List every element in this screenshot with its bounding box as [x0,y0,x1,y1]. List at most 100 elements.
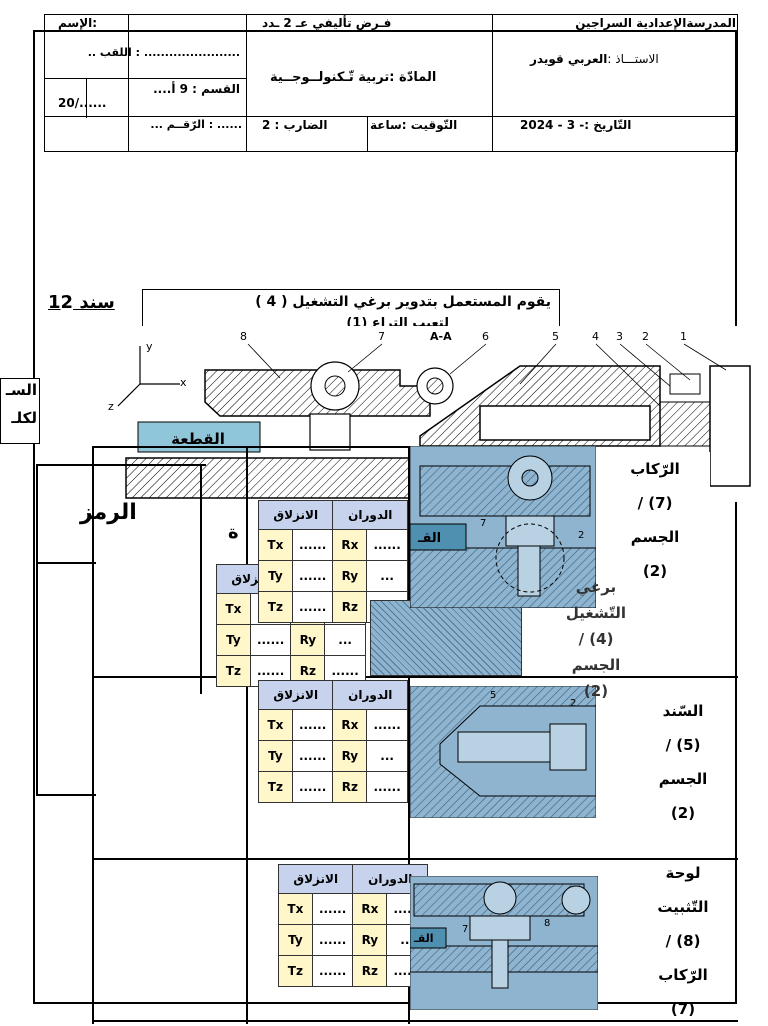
side-note-1: السـ [5,381,37,399]
row-label-line: (2) [642,562,668,580]
instruction-box: يقوم المستعمل بتدوير برغي التشغيل ( 4 ) … [142,289,560,331]
row-label-line: الجسم [630,528,680,546]
detail-1-label-b: 2 [578,530,584,541]
detail-image-1: القـ 7 2 [410,446,596,608]
tx-answer[interactable]: ...... [291,709,334,741]
axis-y: y [146,340,153,353]
tx-label: Tx [258,529,293,561]
detail-4-part-label: القـ [413,932,434,945]
rotation-header: الدوران [332,680,408,710]
detail-1-part-label: القـ [417,531,441,546]
drawing-number: 2 [642,330,649,343]
tz-label: Tz [216,655,251,687]
row-label-line: الرّكاب [630,460,680,478]
detail-4-label-a: 7 [462,924,468,935]
ty-answer[interactable]: ...... [311,924,354,956]
tz-label: Tz [278,955,313,987]
tx-answer[interactable]: ...... [291,529,334,561]
teacher-name: العربي قويدر [530,52,608,66]
rz-label: Rz [332,771,368,803]
ry-answer[interactable]: ... [366,740,408,772]
part-label: القطعة [171,430,225,448]
row-label-line: (4) / [578,630,614,648]
ty-answer[interactable]: ...... [291,740,334,772]
translation-header: الانزلاق [257,500,334,530]
tz-answer[interactable]: ...... [291,771,334,803]
row-label-1: الرّكاب (7) / الجسم (2) [600,452,710,588]
ry-answer[interactable]: ... [366,560,408,592]
rx-label: Rx [352,893,388,925]
page-frame [33,30,737,1004]
subject-label: المادّة :تربية تّـكنولــوجــية [270,70,437,85]
row-label-line: (5) / [665,736,701,754]
ry-label: Ry [332,560,368,592]
section-view-label: A-A [430,330,452,343]
side-note-box: السـ لكلـ [0,378,40,444]
detail-image-4: القـ 7 8 [410,876,598,1010]
rz-answer[interactable]: ...... [366,771,408,803]
tz-answer[interactable]: ...... [311,955,354,987]
row-label-line: برغي [575,578,617,596]
row-label-line: السّند [662,702,704,720]
coef-field: الضارب : 2 [262,118,328,132]
teacher-prefix: الاستـــاذ : [607,52,659,66]
header-table [44,14,738,152]
name-label: :الإسم [58,16,98,30]
row-label-line: (8) / [665,932,701,950]
ty-label: Ty [216,624,251,656]
class-field: القسم : 9 أ.... [153,82,240,96]
col-symbol: الرمز [80,500,137,525]
ry-label: Ry [290,624,326,656]
axis-z: z [108,400,114,413]
rotation-header: الدوران [332,500,408,530]
doc-label-tail: 2 [60,292,74,313]
tx-label: Tx [216,593,251,625]
row-label-4: لوحة التّثبيت (8) / الرّكاب (7) [628,856,738,1026]
ry-label: Ry [332,740,368,772]
row-label-3: السّند (5) / الجسم (2) [628,694,738,830]
ty-label: Ty [278,924,313,956]
axes-icon [117,346,180,407]
drawing-number: 7 [378,330,385,343]
axis-x: x [180,376,187,389]
instruction-text: يقوم المستعمل بتدوير برغي التشغيل ( 4 ) [255,294,551,310]
ty-label: Ty [258,560,293,592]
rx-label: Rx [332,529,368,561]
drawing-number-labels: 8 7 6 5 4 3 2 1 [240,330,687,343]
ty-answer[interactable]: ...... [291,560,334,592]
row-label-line: (2) [670,804,696,822]
tx-label: Tx [278,893,313,925]
detail-3-label-b: 2 [570,698,576,709]
row-label-line: (7) / [637,494,673,512]
detail-4-label-b: 8 [544,918,550,929]
date-field: التّاريخ :- 3 - 2024 [520,118,632,132]
rz-label: Rz [352,955,388,987]
translation-header: الانزلاق [277,864,354,894]
tx-answer[interactable]: ...... [311,893,354,925]
row-label-line: الجسم [571,656,621,674]
row-label-2: برغي التّشغيل (4) / الجسم (2) [548,574,644,704]
teacher-label: الاستـــاذ :العربي قويدر [530,52,659,66]
drawing-number: 8 [240,330,247,343]
col-dof-short: ة [228,522,239,543]
detail-image-3: 5 2 [410,686,596,818]
detail-3-label-a: 5 [490,690,496,701]
ry-label: Ry [352,924,388,956]
row-label-line: التّشغيل [565,604,627,622]
timing-field: التّوقيت :ساعة [370,118,458,132]
rx-label: Rx [332,709,368,741]
rx-answer[interactable]: ...... [366,709,408,741]
tz-label: Tz [258,591,293,623]
rx-answer[interactable]: ...... [366,529,408,561]
doc-label-text: سند 1 [48,292,115,313]
row-label-line: لوحة [665,864,701,882]
detail-1-label-a: 7 [480,518,486,529]
ry-answer[interactable]: ... [324,624,366,656]
exam-title: فـرض تأليفي عـ 2 ـدد [262,16,392,30]
ty-answer[interactable]: ...... [249,624,292,656]
number-field: ...... : الرّقــم ... [150,118,242,131]
tz-answer[interactable]: ...... [291,591,334,623]
side-note-2: لكلـ [11,409,37,427]
